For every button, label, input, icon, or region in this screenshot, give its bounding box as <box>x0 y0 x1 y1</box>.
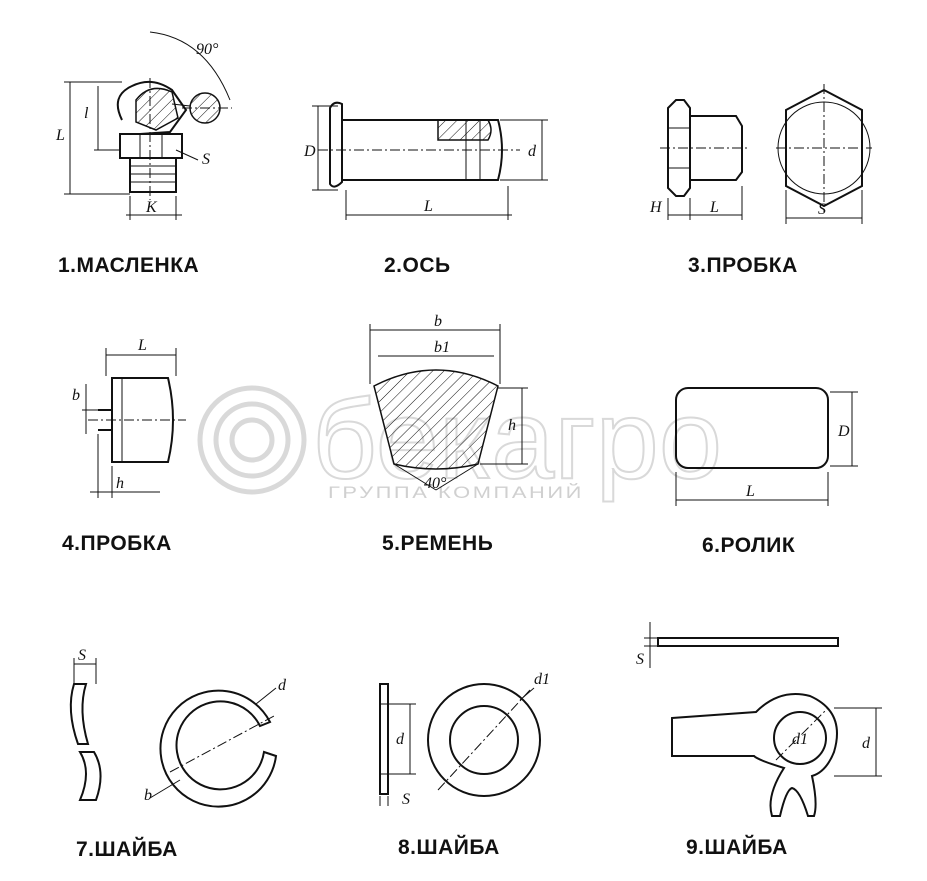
caption-spring-washer: 7.ШАЙБА <box>76 838 178 861</box>
dim-label: S <box>636 651 644 668</box>
dim-label: d1 <box>792 731 808 748</box>
dim-label: K <box>145 199 158 216</box>
caption-hex-plug: 3.ПРОБКА <box>688 254 798 277</box>
part-grease-fitting: 90° L l S K <box>55 31 232 220</box>
dim-label: l <box>84 105 89 122</box>
part-v-belt: b b1 h 40° <box>369 313 528 492</box>
part-plug: L b h <box>72 337 186 498</box>
dim-label: d1 <box>534 671 550 688</box>
dim-label: h <box>116 475 124 492</box>
part-spring-washer: S d b <box>69 647 287 808</box>
part-flat-washer: d S d1 <box>379 671 550 808</box>
part-axle: D d L <box>303 101 548 220</box>
dim-label: L <box>709 199 719 216</box>
dim-label: d <box>396 731 405 748</box>
dim-label: b1 <box>434 339 450 356</box>
watermark-subtitle: ГРУППА КОМПАНИЙ <box>328 483 584 502</box>
caption-axle: 2.ОСЬ <box>384 254 451 277</box>
dim-label: D <box>837 423 850 440</box>
dim-label: L <box>423 198 433 215</box>
watermark-logo-icon <box>197 385 307 495</box>
part-hex-plug: H L S <box>649 84 872 224</box>
dim-label: b <box>144 787 152 804</box>
dim-label: d <box>862 735 871 752</box>
caption-plug: 4.ПРОБКА <box>62 532 172 555</box>
caption-flat-washer: 8.ШАЙБА <box>398 836 500 859</box>
caption-tab-washer: 9.ШАЙБА <box>686 836 788 859</box>
caption-grease-fitting: 1.МАСЛЕНКА <box>58 254 200 277</box>
dim-label: L <box>55 127 65 144</box>
dim-label: S <box>202 151 210 168</box>
dim-label: H <box>649 199 663 216</box>
dim-label: S <box>818 201 826 218</box>
caption-roller: 6.РОЛИК <box>702 534 796 557</box>
dim-label: S <box>402 791 410 808</box>
dim-label: 40° <box>424 475 447 492</box>
part-tab-washer: S d1 d <box>636 622 882 817</box>
dim-label: D <box>303 143 316 160</box>
dim-label: S <box>78 647 86 664</box>
dim-label: L <box>137 337 147 354</box>
caption-v-belt: 5.РЕМЕНЬ <box>382 532 494 555</box>
dim-label: L <box>745 483 755 500</box>
dim-label: 90° <box>196 41 219 58</box>
part-roller: D L <box>675 387 858 506</box>
dim-label: d <box>278 677 287 694</box>
dim-label: h <box>508 417 516 434</box>
dim-label: b <box>72 387 80 404</box>
dim-label: d <box>528 143 537 160</box>
dim-label: b <box>434 313 442 330</box>
